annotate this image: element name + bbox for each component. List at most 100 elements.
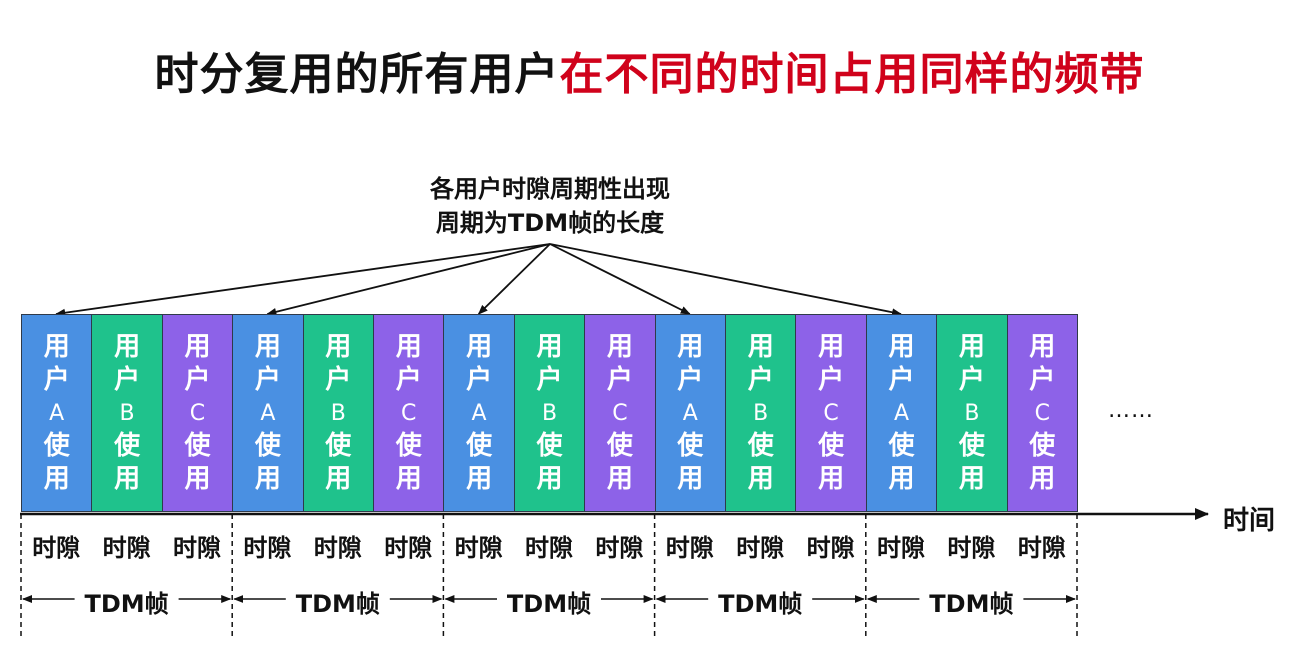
slot-char: 用: [1029, 331, 1056, 362]
slot-label: 时隙: [806, 534, 855, 562]
slot-char: 户: [254, 364, 281, 395]
slot-label: 时隙: [384, 534, 433, 562]
slot-char: 户: [395, 364, 422, 395]
slot-char: 使: [395, 430, 422, 461]
slot-char: 户: [43, 364, 70, 395]
pointer-arrows: [55, 243, 902, 317]
slot-char: 用: [677, 463, 704, 494]
slot-char: 用: [958, 331, 985, 362]
slot-char: 使: [184, 430, 211, 461]
pointer-arrow: [55, 243, 551, 317]
slot-char: 用: [395, 331, 422, 362]
slot-char: 用: [466, 463, 493, 494]
slot-char: 使: [1029, 430, 1056, 461]
slot-char: 户: [958, 364, 985, 395]
frame-dividers: [20, 514, 1078, 640]
slot-char: 使: [325, 430, 352, 461]
title-part-red: 在不同的时间占用同样的频带: [559, 49, 1145, 100]
slot-char: 用: [1029, 463, 1056, 494]
slot-char: 用: [395, 463, 422, 494]
slot-char: 户: [747, 364, 774, 395]
slot-char: A: [49, 400, 65, 426]
slot-char: 使: [43, 430, 70, 461]
annotation: 各用户时隙周期性出现 周期为TDM帧的长度: [350, 172, 750, 240]
slot-char: 使: [114, 430, 141, 461]
slot-char: 用: [606, 463, 633, 494]
slot-char: 用: [43, 331, 70, 362]
frame-label: TDM帧: [499, 584, 599, 619]
pointer-arrow: [477, 243, 551, 315]
slot-char: 用: [325, 331, 352, 362]
slot-char: 户: [606, 364, 633, 395]
slot-char: A: [893, 400, 910, 426]
continuation-ellipsis: ……: [1108, 398, 1154, 423]
slot-char: 用: [747, 331, 774, 362]
slot-char: 用: [677, 331, 704, 362]
annotation-line-2: 周期为TDM帧的长度: [435, 209, 665, 237]
slot-char: 使: [254, 430, 281, 461]
slot-label: 时隙: [102, 534, 151, 562]
slot-char: 用: [114, 331, 141, 362]
slot-label: 时隙: [172, 534, 221, 562]
slot-char: 使: [747, 430, 774, 461]
slot-char: C: [1034, 400, 1050, 426]
slot-char: B: [964, 400, 980, 426]
slot-char: 使: [466, 430, 493, 461]
slot-char: 户: [888, 364, 915, 395]
slot-char: 用: [466, 331, 493, 362]
slot-char: 用: [888, 331, 915, 362]
slot-char: 使: [888, 430, 915, 461]
slot-label: 时隙: [1017, 534, 1066, 562]
slot-char: 户: [1029, 364, 1056, 395]
slot-char: C: [612, 400, 628, 426]
time-axis-label: 时间: [1223, 506, 1276, 536]
slot-label: 时隙: [32, 534, 81, 562]
frame-label: TDM帧: [287, 584, 388, 619]
slot-char: 用: [43, 463, 70, 494]
slot-char: 用: [747, 463, 774, 494]
slot-char: B: [753, 400, 769, 426]
slot-char: 户: [818, 364, 845, 395]
frame-label: TDM帧: [921, 584, 1022, 619]
title-part-black: 时分复用的所有用户: [154, 49, 560, 100]
slot-char: 使: [536, 430, 563, 461]
slot-char: 户: [184, 364, 211, 395]
slot-char: 用: [254, 463, 281, 494]
slot-char: A: [471, 400, 487, 426]
page-title: 时分复用的所有用户在不同的时间占用同样的频带: [0, 38, 1299, 102]
slot-char: 用: [606, 331, 633, 362]
slot-char: 使: [606, 430, 633, 461]
slot-label: 时隙: [524, 534, 573, 562]
slot-char: 用: [254, 331, 281, 362]
slot-char: 户: [114, 364, 141, 395]
slot-char: 用: [536, 463, 563, 494]
slot-char: 使: [958, 430, 985, 461]
annotation-line-1: 各用户时隙周期性出现: [430, 175, 670, 203]
slot-label: 时隙: [454, 534, 503, 562]
frame-label: TDM帧: [76, 584, 177, 619]
slot-label: 时隙: [876, 534, 925, 562]
frame-label: TDM帧: [710, 584, 811, 619]
slot-char: A: [260, 400, 276, 426]
slot-char: 使: [818, 430, 845, 461]
slot-char: B: [119, 400, 135, 426]
slot-char: 使: [677, 430, 704, 461]
slot-char: C: [189, 400, 206, 426]
slot-char: B: [330, 400, 346, 426]
slot-label: 时隙: [736, 534, 785, 562]
slot-char: 用: [958, 463, 985, 494]
slot-label: 时隙: [243, 534, 292, 562]
